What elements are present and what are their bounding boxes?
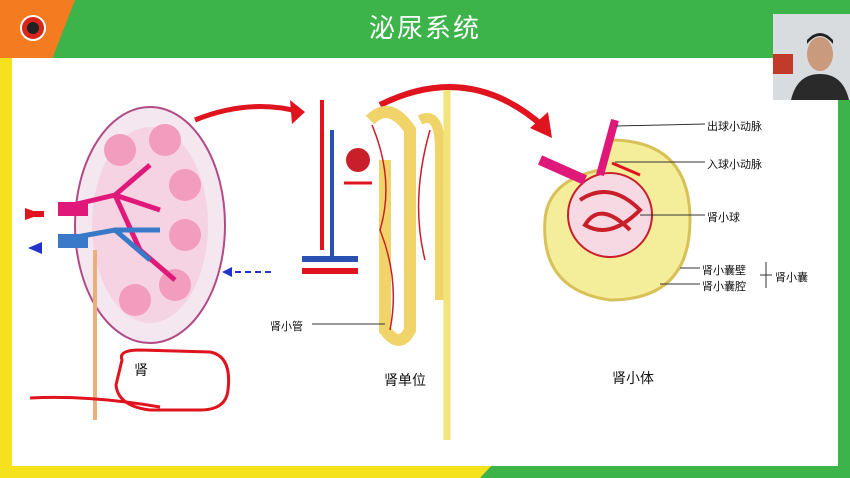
corpuscle-caption: 肾小体 xyxy=(612,368,654,388)
capsule-wall-label: 肾小囊壁 xyxy=(702,262,746,278)
arrow-head-1 xyxy=(290,100,305,124)
kidney-caption: 肾 xyxy=(134,360,148,380)
efferent-label: 出球小动脉 xyxy=(707,118,762,134)
annotation-circle xyxy=(116,350,229,410)
arrow-kidney-to-nephron xyxy=(195,107,300,120)
glomerulus-label: 肾小球 xyxy=(707,209,740,225)
afferent-label: 入球小动脉 xyxy=(707,156,762,172)
capsule-cavity-label: 肾小囊腔 xyxy=(702,278,746,294)
capsule-label: 肾小囊 xyxy=(775,269,808,285)
tubule-label: 肾小管 xyxy=(270,318,303,334)
nephron-caption: 肾单位 xyxy=(384,370,426,390)
kidney-illustration xyxy=(25,107,225,420)
